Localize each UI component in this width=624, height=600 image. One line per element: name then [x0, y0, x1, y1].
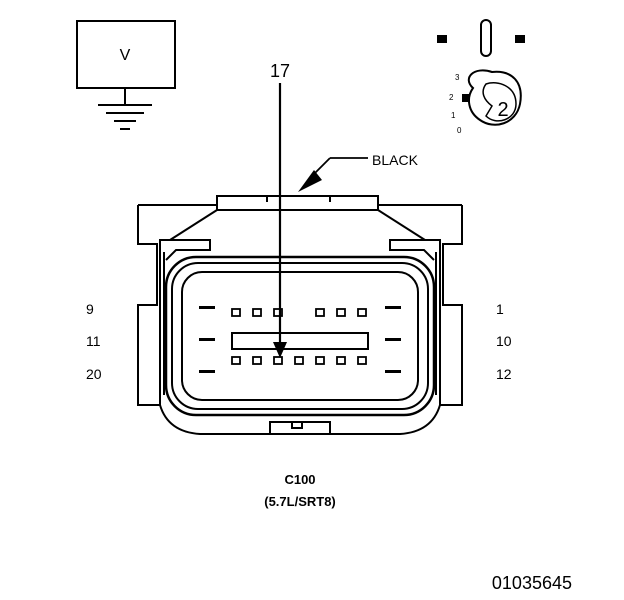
color-callout: BLACK [298, 152, 419, 192]
probe-right-terminal [515, 35, 525, 43]
probe-pos-0: 0 [457, 126, 462, 135]
pin-callout-number: 17 [270, 61, 290, 81]
pin-label-right-middle: 10 [496, 333, 512, 349]
switch-indicator [462, 94, 470, 102]
rotary-switch-icon [462, 69, 522, 126]
probe-pos-2: 2 [449, 93, 454, 102]
pin-cavities [231, 308, 367, 365]
pin-label-left-middle: 11 [86, 333, 101, 349]
connector-face [164, 255, 436, 417]
side-pin-slots [199, 306, 401, 373]
color-label: BLACK [372, 152, 419, 168]
pin-label-right-top: 1 [496, 301, 504, 317]
probe-slot [480, 19, 492, 57]
probe-range-value: 2 [497, 99, 508, 121]
pin-label-right-bottom: 12 [496, 366, 512, 382]
pin-label-left-top: 9 [86, 301, 94, 317]
connector-body [137, 195, 463, 435]
probe-pos-1: 1 [451, 111, 456, 120]
probe-left-terminal [437, 35, 447, 43]
voltmeter-symbol: V [76, 20, 176, 130]
probe-pos-3: 3 [455, 73, 460, 82]
center-key-slot [231, 332, 369, 350]
figure-id: 01035645 [492, 573, 572, 593]
probe-symbol: 3 2 1 0 2 [437, 19, 525, 135]
pin-label-left-bottom: 20 [86, 366, 102, 382]
connector-variant: (5.7L/SRT8) [264, 494, 336, 509]
meter-label: V [120, 47, 131, 64]
connector-name: C100 [284, 472, 315, 487]
ground-icon [98, 104, 152, 130]
